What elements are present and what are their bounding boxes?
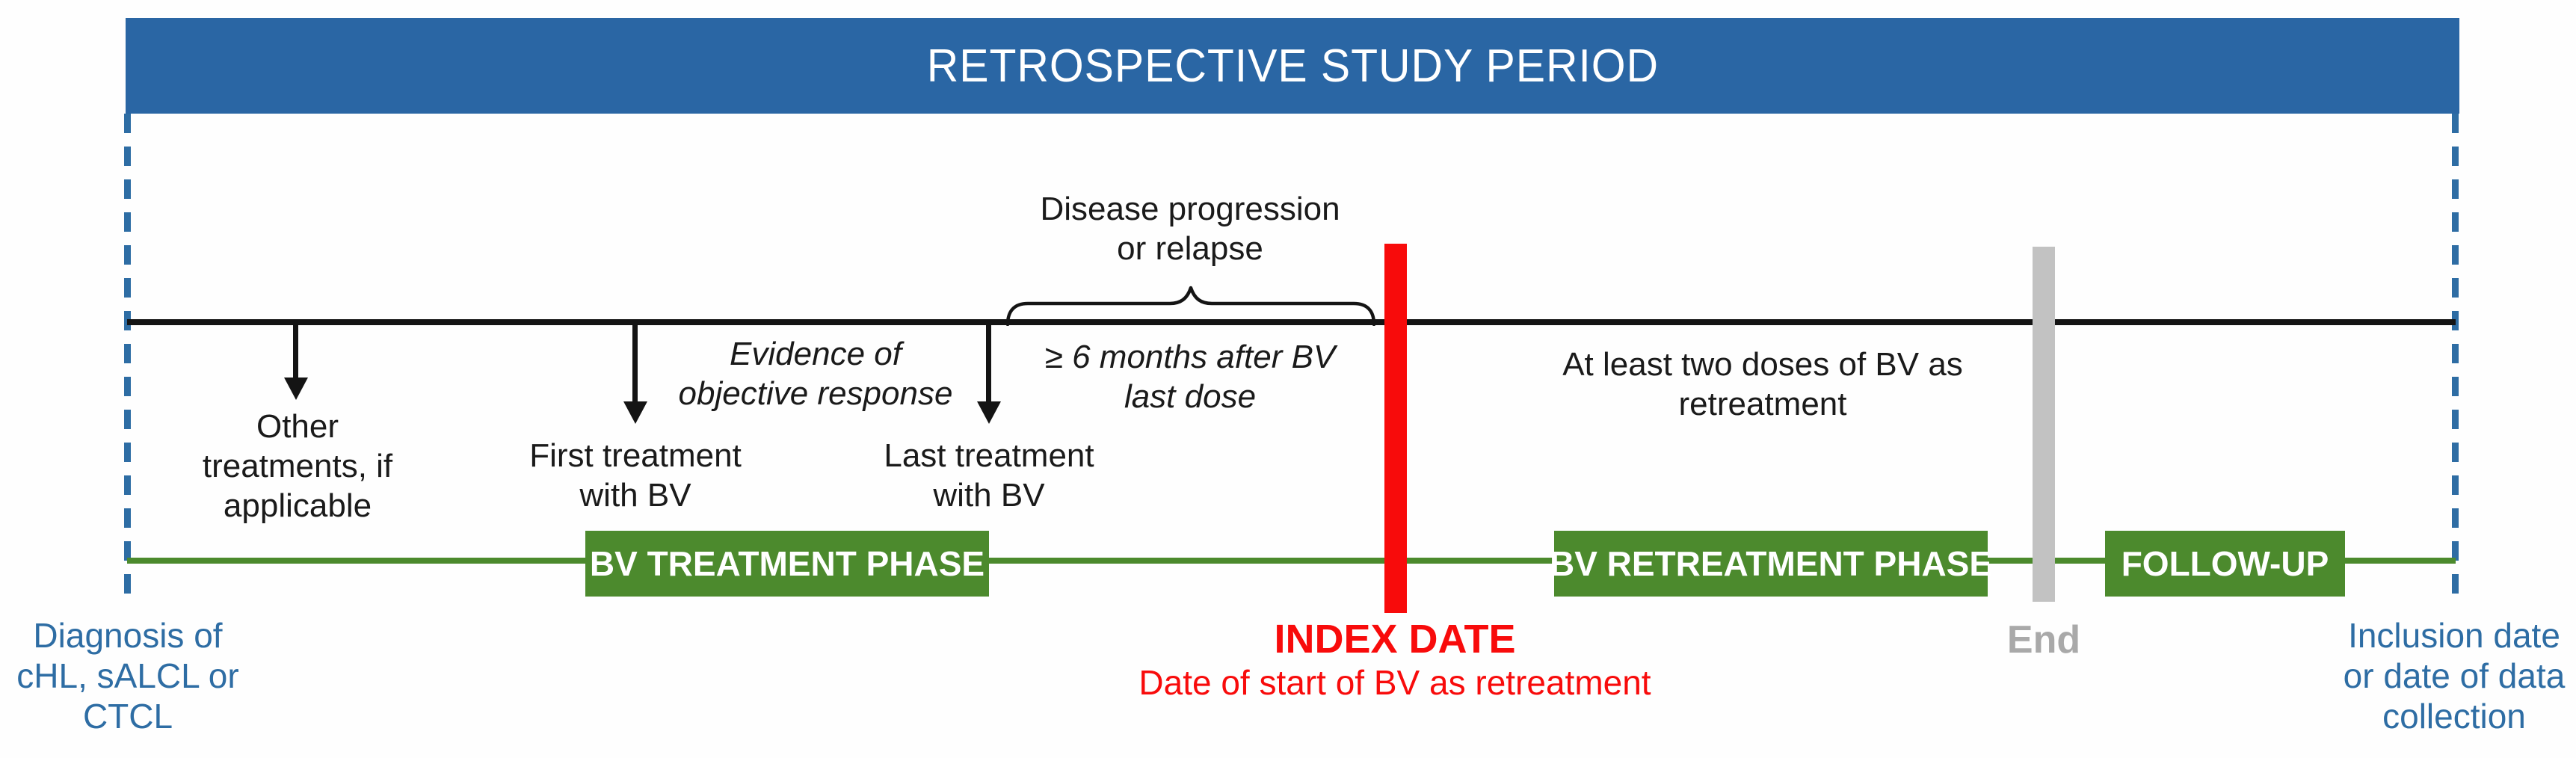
first-treatment-label: First treatment with BV [529,437,742,514]
study-period-header-bar: RETROSPECTIVE STUDY PERIOD [126,18,2459,114]
index-date-marker-bar [1384,244,1407,613]
last-treatment-arrow-stem [986,325,991,403]
disease-progression-label: Disease progression or relapse [1040,191,1340,267]
left-boundary-dashed-line [124,114,131,601]
index-date-sublabel: Date of start of BV as retreatment [1138,663,1651,702]
last-treatment-arrow-head-icon [977,401,1001,424]
phase-axis-line [127,558,2456,564]
other-treatments-arrow-head-icon [284,378,308,400]
bv-retreatment-phase-box: BV RETREATMENT PHASE [1550,531,1992,597]
first-treatment-arrow-stem [632,325,638,403]
index-date-label: INDEX DATE [1274,617,1516,662]
end-marker-bar [2033,247,2055,602]
first-treatment-arrow-head-icon [623,401,647,424]
follow-up-phase-box: FOLLOW-UP [2105,531,2345,597]
last-treatment-label: Last treatment with BV [884,437,1094,514]
evidence-of-response-label: Evidence of objective response [678,336,953,412]
interval-brace-icon [1005,286,1376,326]
six-months-after-bv-label: ≥ 6 months after BV last dose [1044,339,1336,415]
timeline-axis [127,319,2456,325]
end-marker-label: End [2006,618,2081,662]
right-boundary-dashed-line [2452,114,2459,601]
inclusion-boundary-note: Inclusion date or date of data collectio… [2343,616,2566,736]
bv-treatment-phase-box: BV TREATMENT PHASE [585,531,989,597]
diagnosis-boundary-note: Diagnosis of cHL, sALCL or CTCL [16,616,239,736]
study-period-title: RETROSPECTIVE STUDY PERIOD [926,40,1659,92]
other-treatments-label: Other treatments, if applicable [202,408,393,524]
other-treatments-arrow-stem [293,325,298,379]
at-least-two-doses-label: At least two doses of BV as retreatment [1562,346,1963,422]
